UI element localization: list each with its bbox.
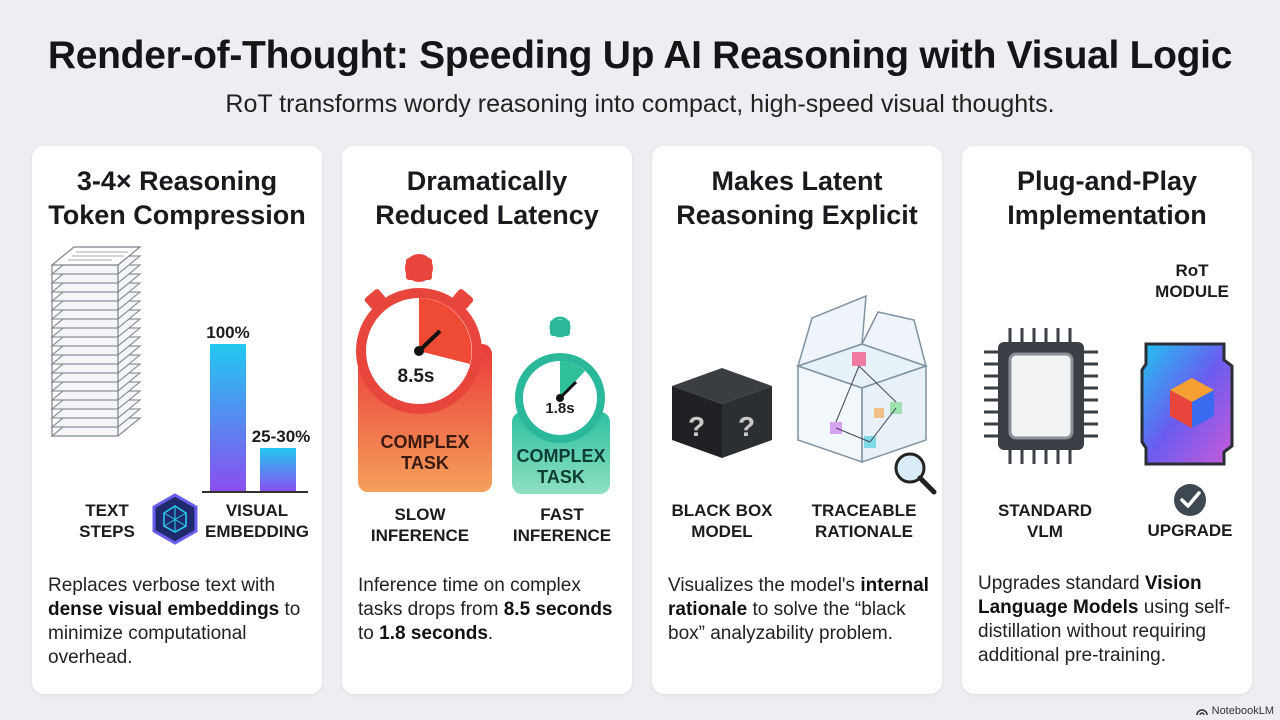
- svg-text:?: ?: [688, 411, 705, 442]
- page-subtitle: RoT transforms wordy reasoning into comp…: [225, 90, 1055, 118]
- svg-text:?: ?: [738, 411, 755, 442]
- footer-text: NotebookLM: [1211, 705, 1274, 717]
- card-description: Upgrades standard Vision Language Models…: [978, 573, 1231, 666]
- card-title: Dramatically Reduced Latency: [375, 166, 599, 230]
- bar-visual-embedding: [260, 448, 296, 492]
- notebooklm-watermark: NotebookLM: [1195, 705, 1274, 717]
- slow-task-label: COMPLEX TASK: [380, 432, 470, 473]
- fast-stopwatch-icon: [512, 316, 610, 494]
- slow-stopwatch-icon: [356, 254, 492, 492]
- card-title: Plug-and-Play Implementation: [1007, 166, 1207, 230]
- card-latency: Dramatically Reduced Latency: [342, 146, 632, 694]
- document-stack-icon: [50, 246, 142, 437]
- card-description: Inference time on complex tasks drops fr…: [358, 575, 613, 644]
- latency-illustration: [356, 254, 610, 494]
- label-traceable-rationale: TRACEABLE RATIONALE: [811, 501, 917, 541]
- fast-task-label: COMPLEX TASK: [516, 446, 606, 487]
- label-black-box-model: BLACK BOX MODEL: [671, 501, 773, 541]
- bar-low-label: 25-30%: [251, 427, 311, 446]
- label-text-steps: TEXT STEPS: [79, 501, 135, 541]
- plug-and-play-illustration: [984, 328, 1234, 516]
- compression-illustration: [50, 246, 308, 545]
- chip-icon: [984, 328, 1098, 464]
- visual-embedding-icon: [152, 493, 198, 545]
- card-plug-and-play: Plug-and-Play Implementation: [962, 146, 1252, 694]
- bar-text-steps: [210, 344, 246, 492]
- black-box-icon: ? ?: [672, 368, 772, 458]
- card-token-compression: 3-4× Reasoning Token Compression: [32, 146, 322, 694]
- label-fast-inference: FAST INFERENCE: [512, 505, 612, 545]
- notebooklm-logo-icon: [1195, 709, 1208, 716]
- bar-high-label: 100%: [206, 323, 250, 342]
- fast-time: 1.8s: [545, 400, 575, 417]
- label-slow-inference: SLOW INFERENCE: [370, 505, 470, 545]
- reasoning-illustration: ? ?: [672, 294, 937, 495]
- page-title: Render-of-Thought: Speeding Up AI Reason…: [47, 34, 1233, 77]
- checkmark-icon: [1174, 484, 1206, 516]
- card-title: Makes Latent Reasoning Explicit: [676, 166, 918, 230]
- slow-time: 8.5s: [397, 366, 435, 387]
- rot-module-icon: [1140, 342, 1234, 466]
- label-visual-embedding: VISUAL EMBEDDING: [205, 501, 309, 541]
- rot-module-label: RoT MODULE: [1155, 261, 1229, 301]
- card-description: Replaces verbose text with dense visual …: [48, 575, 301, 668]
- transparent-box-icon: [795, 294, 937, 495]
- card-explicit-reasoning: Makes Latent Reasoning Explicit ? ?: [652, 146, 942, 694]
- card-description: Visualizes the model's internal rational…: [668, 575, 929, 644]
- label-upgrade: UPGRADE: [1147, 521, 1233, 540]
- label-standard-vlm: STANDARD VLM: [997, 501, 1093, 541]
- card-title: 3-4× Reasoning Token Compression: [48, 166, 306, 230]
